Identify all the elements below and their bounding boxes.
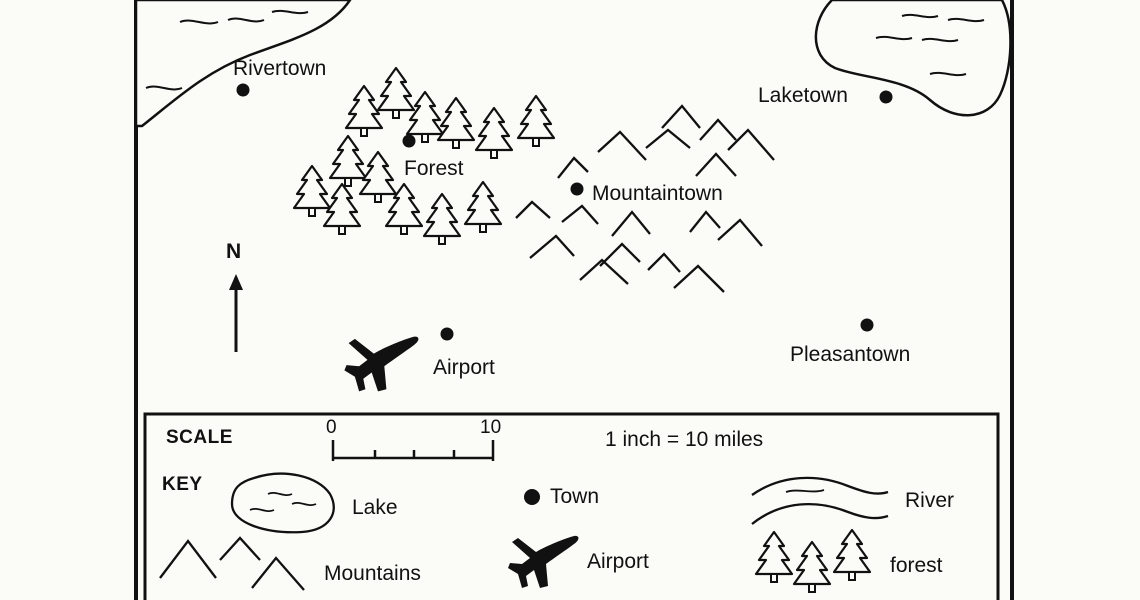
rivertown-label: Rivertown [233,57,327,80]
mountains-key-icon [159,536,305,591]
key-forest-label: forest [890,554,943,577]
river-map-feature [134,0,352,128]
compass-north-label: N [226,240,242,263]
airplane-key-icon [508,535,579,588]
pleasantown-label: Pleasantown [790,343,911,366]
key-river-label: River [905,489,955,512]
forest-key-icon [754,528,872,594]
lake-map-feature [814,0,1012,117]
laketown-label: Laketown [758,84,848,107]
mountaintown-dot[interactable] [570,182,584,196]
legend-box [143,412,1000,600]
airplane-map-icon [344,336,419,392]
rivertown-dot[interactable] [236,83,250,97]
mountaintown-label: Mountaintown [592,182,723,205]
scale-heading: SCALE [166,427,233,448]
key-town-label: Town [550,485,600,508]
mountains-map-feature [515,104,775,293]
key-heading: KEY [162,474,203,495]
forest-map-feature [292,66,556,246]
north-arrow [229,274,243,352]
scale-bar [331,440,495,461]
scale-end-label: 10 [480,417,502,438]
town-key-icon [524,489,540,505]
pleasantown-dot[interactable] [860,318,874,332]
forest-label: Forest [404,157,464,180]
scale-text: 1 inch = 10 miles [605,428,764,451]
lake-key-icon [230,472,335,534]
laketown-dot[interactable] [879,90,893,104]
key-mountains-label: Mountains [324,562,421,585]
key-lake-label: Lake [352,496,398,519]
airport-dot[interactable] [440,327,454,341]
forest-dot[interactable] [402,134,416,148]
key-airport-label: Airport [587,550,649,573]
scale-start-label: 0 [326,417,337,438]
airport-label: Airport [433,356,495,379]
river-key-icon [751,476,889,525]
